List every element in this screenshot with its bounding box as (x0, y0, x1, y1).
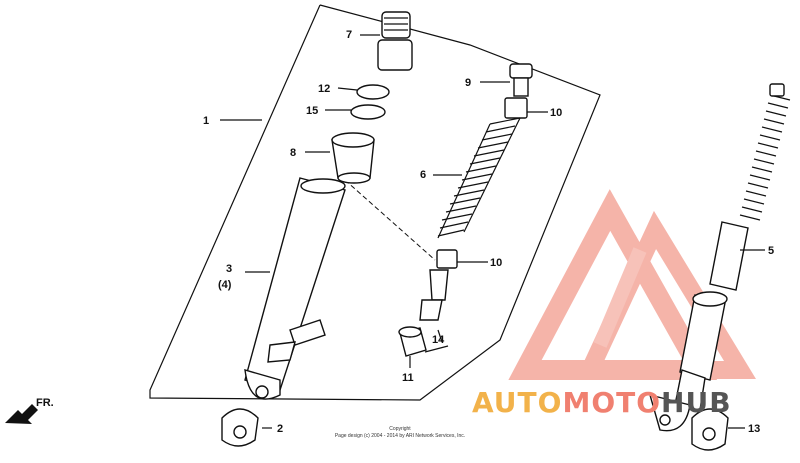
callout-9[interactable]: 9 (465, 77, 471, 89)
svg-text:FR.: FR. (36, 397, 54, 409)
callout-13[interactable]: 13 (748, 423, 760, 435)
callout-3[interactable]: 3 (226, 263, 232, 275)
exploded-frame (149, 4, 601, 401)
copyright-line-1: Copyright (389, 426, 411, 432)
damper-rod[interactable] (419, 269, 449, 321)
callout-1[interactable]: 1 (203, 115, 209, 127)
callout-7[interactable]: 7 (346, 29, 352, 41)
part-14-pin[interactable] (424, 345, 449, 353)
part-9-spring-seat[interactable] (509, 63, 533, 97)
part-7-fork-cap[interactable] (377, 11, 413, 71)
callout-8[interactable]: 8 (290, 147, 296, 159)
part-10-spacer-upper[interactable] (504, 97, 528, 119)
callout-15[interactable]: 15 (306, 105, 318, 117)
part-6-fork-spring[interactable] (437, 117, 521, 239)
callout-12[interactable]: 12 (318, 83, 330, 95)
part-10-spacer-lower[interactable] (436, 249, 458, 269)
part-13-axle-holder[interactable] (691, 408, 729, 451)
callout-11[interactable]: 11 (402, 372, 414, 384)
callout-10-upper[interactable]: 10 (550, 107, 562, 119)
part-12-ring[interactable] (356, 84, 390, 100)
callout-6[interactable]: 6 (420, 169, 426, 181)
part-2-axle-holder[interactable] (221, 408, 259, 447)
part-8-dust-seal[interactable] (331, 132, 375, 184)
part-3-fork-slider[interactable] (244, 177, 346, 400)
watermark-text: AUTOMOTOHUB (472, 386, 732, 419)
callout-5[interactable]: 5 (768, 245, 774, 257)
copyright-line-2: Page design (c) 2004 - 2014 by ARI Netwo… (335, 433, 465, 439)
front-arrow-icon: FR. (5, 397, 54, 424)
part-15-oring[interactable] (350, 104, 386, 120)
part-11-damper-lock[interactable] (398, 326, 427, 357)
part-5-fork-assembly[interactable] (648, 83, 791, 432)
callout-3-alt[interactable]: (4) (218, 279, 232, 291)
callout-14[interactable]: 14 (432, 334, 445, 346)
callout-10-lower[interactable]: 10 (490, 257, 502, 269)
callout-2[interactable]: 2 (277, 423, 283, 435)
